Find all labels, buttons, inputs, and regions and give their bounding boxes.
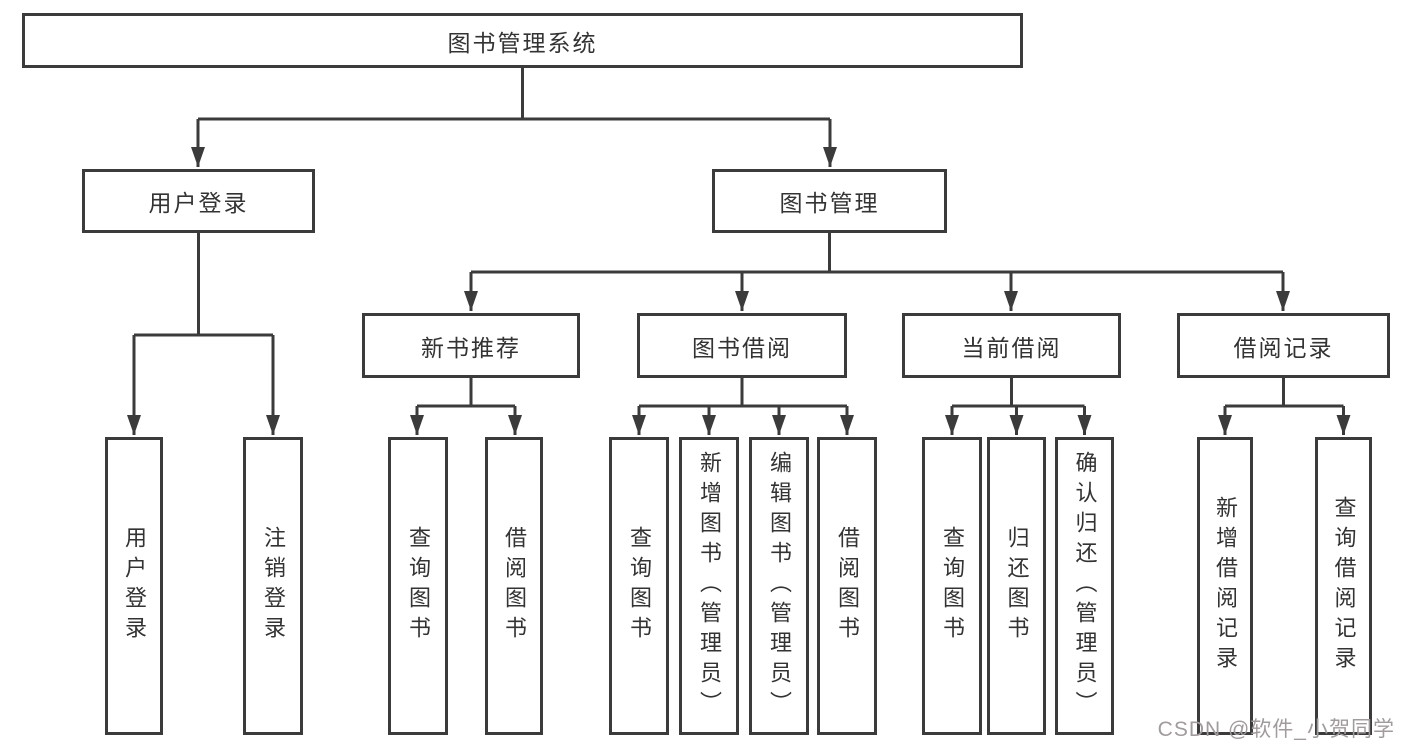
node-root: 图书管理系统 [22, 13, 1023, 68]
node-current-borrowing: 当前借阅 [902, 313, 1121, 378]
connector [639, 378, 847, 408]
leaf-bb-edit-books-admin-label: 编辑图书（管理员） [767, 451, 792, 721]
connector [417, 378, 515, 408]
leaf-nb-query-books: 查询图书 [388, 437, 448, 735]
node-root-label: 图书管理系统 [447, 29, 598, 56]
node-borrowing-records: 借阅记录 [1177, 313, 1390, 378]
leaf-cb-return-books: 归还图书 [987, 437, 1046, 735]
leaf-user-login: 用户登录 [105, 437, 163, 735]
connector [134, 233, 273, 337]
leaf-cb-confirm-return-admin: 确认归还（管理员） [1055, 437, 1114, 735]
connector-segments [127, 68, 1351, 435]
leaf-user-login-label: 用户登录 [122, 526, 147, 646]
leaf-nb-borrow-books-label: 借阅图书 [502, 526, 527, 646]
node-current-borrowing-label: 当前借阅 [961, 334, 1062, 361]
leaf-nb-query-books-label: 查询图书 [406, 526, 431, 646]
node-book-borrowing-label: 图书借阅 [692, 334, 792, 361]
node-book-borrowing: 图书借阅 [637, 313, 847, 378]
leaf-logout: 注销登录 [243, 437, 303, 735]
node-user-login-label: 用户登录 [148, 190, 249, 216]
leaf-bb-query-books-label: 查询图书 [627, 526, 652, 646]
leaf-bb-add-books-admin: 新增图书（管理员） [679, 437, 739, 735]
leaf-logout-label: 注销登录 [261, 526, 286, 646]
node-new-book-recommend-label: 新书推荐 [421, 334, 521, 361]
connector [198, 68, 830, 121]
leaf-bb-add-books-admin-label: 新增图书（管理员） [697, 451, 722, 721]
node-new-book-recommend: 新书推荐 [362, 313, 580, 378]
connector [1225, 378, 1344, 408]
leaf-br-add-record-label: 新增借阅记录 [1213, 496, 1238, 676]
leaf-bb-borrow-books: 借阅图书 [817, 437, 877, 735]
connector [952, 378, 1085, 408]
csdn-watermark: CSDN @软件_小贺同学 [1157, 718, 1395, 741]
node-book-management-label: 图书管理 [779, 190, 880, 216]
leaf-cb-query-books-label: 查询图书 [940, 526, 965, 646]
leaf-br-query-record-label: 查询借阅记录 [1331, 496, 1357, 676]
leaf-nb-borrow-books: 借阅图书 [485, 437, 543, 735]
leaf-bb-borrow-books-label: 借阅图书 [835, 526, 860, 646]
leaf-bb-query-books: 查询图书 [609, 437, 669, 735]
node-book-management: 图书管理 [712, 169, 947, 233]
connector [471, 233, 1283, 274]
leaf-br-query-record: 查询借阅记录 [1315, 437, 1372, 735]
leaf-bb-edit-books-admin: 编辑图书（管理员） [749, 437, 809, 735]
node-borrowing-records-label: 借阅记录 [1233, 334, 1334, 361]
leaf-cb-query-books: 查询图书 [922, 437, 982, 735]
leaf-cb-return-books-label: 归还图书 [1004, 526, 1030, 646]
leaf-br-add-record: 新增借阅记录 [1197, 437, 1253, 735]
node-user-login: 用户登录 [82, 169, 315, 233]
leaf-cb-confirm-return-admin-label: 确认归还（管理员） [1072, 451, 1098, 721]
